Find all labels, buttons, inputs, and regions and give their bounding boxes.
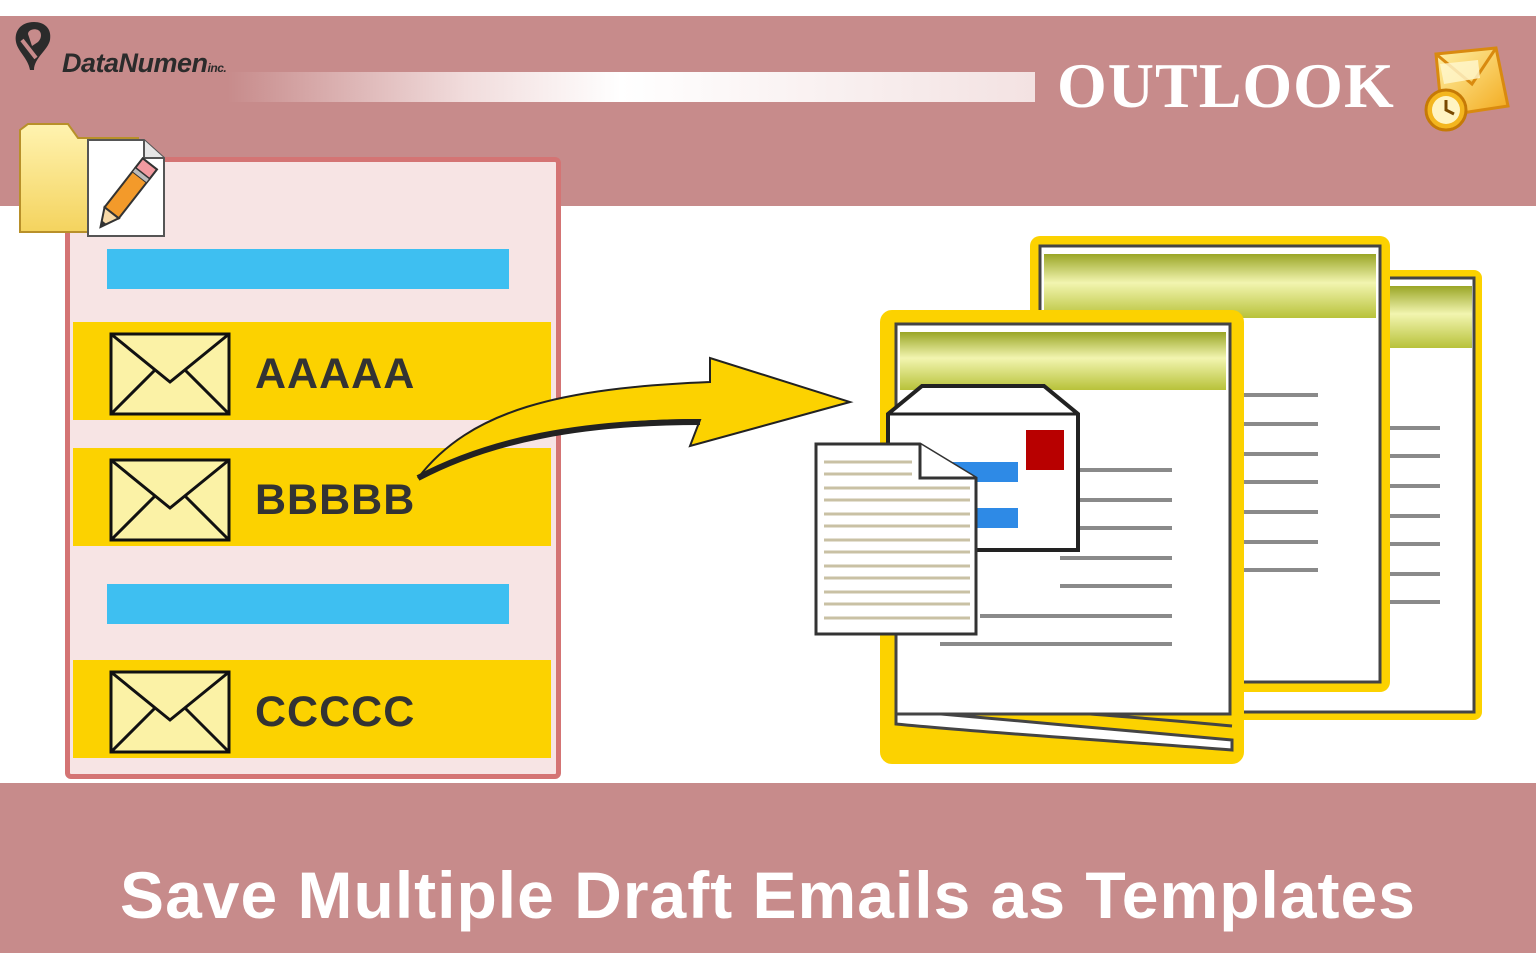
outlook-icon xyxy=(1424,46,1510,132)
header-gradient-strip xyxy=(0,72,1035,102)
envelope-icon xyxy=(109,458,231,542)
email-row-2[interactable]: BBBBB xyxy=(73,448,551,546)
envelope-icon xyxy=(109,332,231,416)
email-subject: BBBBB xyxy=(255,476,416,524)
email-row-3[interactable]: CCCCC xyxy=(73,660,551,758)
drafts-folder-icon xyxy=(19,123,165,237)
email-row-1[interactable]: AAAAA xyxy=(73,322,551,420)
envelope-icon xyxy=(109,670,231,754)
page-title: Save Multiple Draft Emails as Templates xyxy=(120,858,1416,932)
separator-bar xyxy=(107,584,509,624)
template-documents-icon xyxy=(814,236,1482,764)
footer-band xyxy=(0,783,1536,953)
arrow-icon xyxy=(416,356,854,481)
email-subject: CCCCC xyxy=(255,688,416,736)
product-label: OUTLOOK xyxy=(1057,50,1395,121)
email-subject: AAAAA xyxy=(255,350,416,398)
separator-bar xyxy=(107,249,509,289)
brand-name: DataNumeninc. xyxy=(62,48,227,78)
datanumen-logo-icon xyxy=(15,22,51,70)
brand-logo: DataNumeninc. xyxy=(12,18,312,78)
